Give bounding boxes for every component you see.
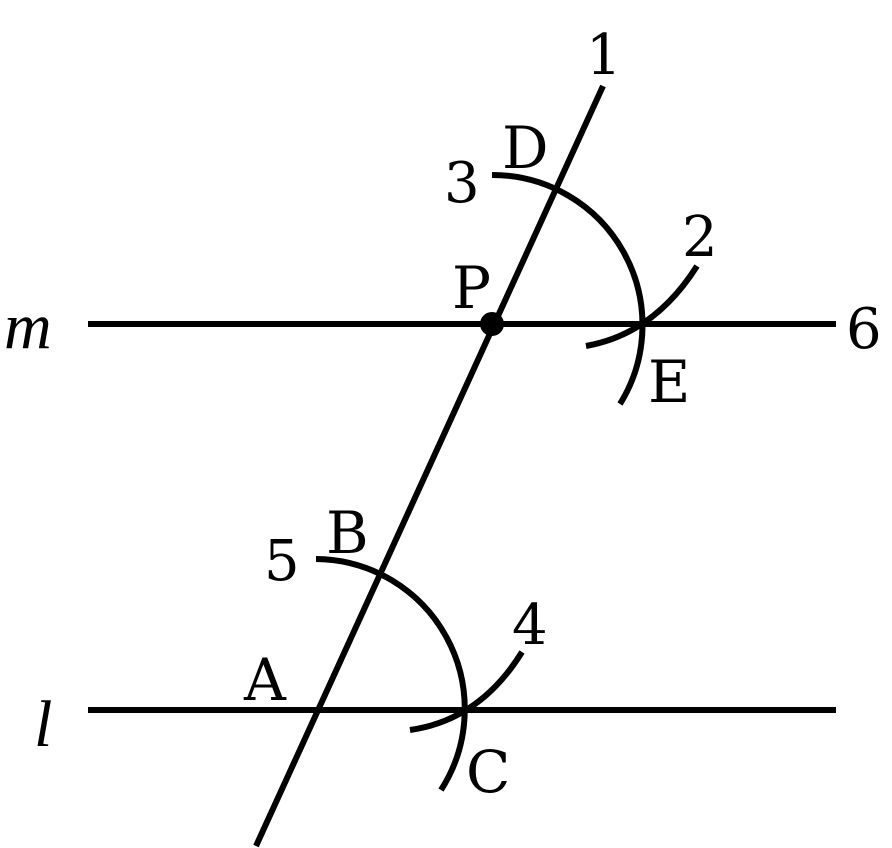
arc-centered-P <box>491 171 646 406</box>
point-label-C: C <box>466 738 510 806</box>
step-label-3: 3 <box>444 151 480 216</box>
point-label-D: D <box>502 114 549 182</box>
step-label-6: 6 <box>846 297 882 362</box>
point-label-B: B <box>326 499 369 567</box>
arc-at-C <box>409 650 525 733</box>
arc-centered-A <box>315 556 468 792</box>
line-m-label: m <box>4 290 52 363</box>
point-label-P: P <box>452 254 491 322</box>
point-P-dot <box>480 312 504 336</box>
step-label-2: 2 <box>682 205 718 270</box>
step-label-1: 1 <box>586 23 622 88</box>
point-label-A: A <box>243 646 287 714</box>
transversal-line <box>253 84 606 848</box>
step-label-5: 5 <box>264 529 300 594</box>
line-l-label: l <box>34 688 52 761</box>
point-label-E: E <box>648 348 690 416</box>
step-label-4: 4 <box>512 593 548 658</box>
arc-at-E <box>585 264 700 349</box>
